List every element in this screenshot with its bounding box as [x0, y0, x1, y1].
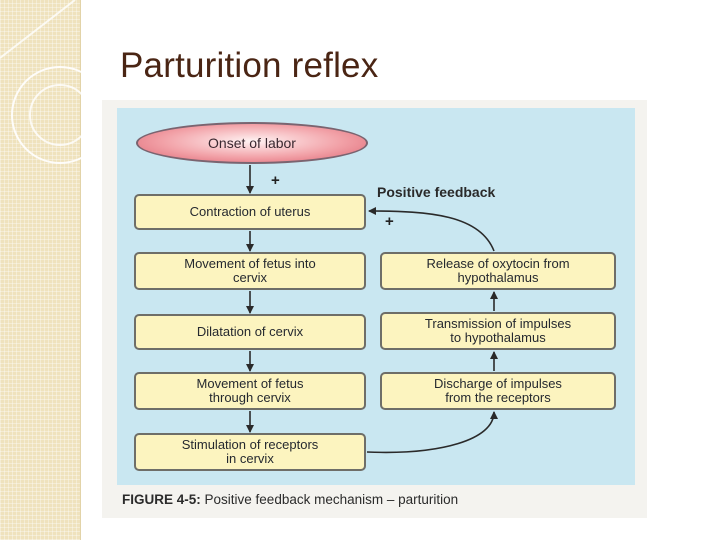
start-node-label: Onset of labor: [208, 135, 296, 151]
left-box-2-line1: Movement of fetus into: [184, 256, 316, 271]
left-box-2-line2: cervix: [233, 270, 267, 285]
slide-title: Parturition reflex: [120, 46, 379, 85]
plus-sign-feedback: +: [385, 213, 394, 230]
left-box-3: Dilatation of cervix: [134, 314, 366, 350]
left-box-1: Contraction of uterus: [134, 194, 366, 230]
right-box-3-line2: from the receptors: [445, 390, 551, 405]
arrow-stimulation-to-discharge: [366, 411, 498, 454]
caption-text: Positive feedback mechanism – parturitio…: [204, 492, 459, 507]
positive-feedback-label: Positive feedback: [377, 184, 496, 200]
left-box-1-line1: Contraction of uterus: [189, 204, 311, 219]
left-box-3-line1: Dilatation of cervix: [196, 324, 304, 339]
diagram-area: [117, 108, 635, 485]
left-box-4-line2: through cervix: [209, 390, 291, 405]
left-box-5-line2: in cervix: [226, 451, 274, 466]
arrow-release-to-contraction: [368, 207, 495, 252]
plus-sign-onset: +: [271, 172, 280, 189]
decorative-side-strip: [0, 0, 81, 540]
right-box-2-line1: Transmission of impulses: [424, 316, 572, 331]
start-node-onset-of-labor: Onset of labor: [136, 122, 368, 164]
figure-caption: FIGURE 4-5: Positive feedback mechanism …: [122, 492, 458, 507]
left-box-5-line1: Stimulation of receptors: [181, 437, 319, 452]
caption-label: FIGURE 4-5:: [122, 492, 201, 507]
left-box-4-line1: Movement of fetus: [196, 376, 304, 391]
right-box-3-line1: Discharge of impulses: [434, 376, 562, 391]
right-box-1-line1: Release of oxytocin from: [426, 256, 570, 271]
right-box-1-line2: hypothalamus: [457, 270, 539, 285]
right-box-2-line2: to hypothalamus: [450, 330, 546, 345]
